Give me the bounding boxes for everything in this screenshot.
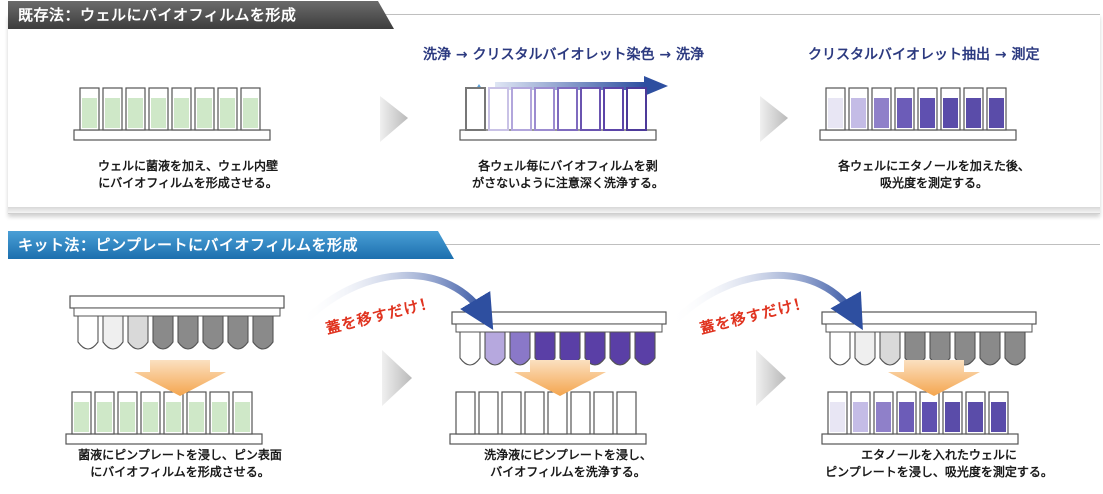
- caption-line: 洗浄液にピンプレートを浸し、: [484, 448, 652, 462]
- kit-method-panel: キット法：ピンプレートにバイオフィルムを形成: [8, 231, 1100, 488]
- caption-line: 菌液にピンプレートを浸し、ピン表面: [78, 448, 282, 462]
- step2-title: 洗浄 → クリスタルバイオレット染色 → 洗浄: [423, 47, 704, 63]
- kit-method-header: キット法：ピンプレートにバイオフィルムを形成: [8, 231, 454, 259]
- caption-line: にバイオフィルムを形成させる。: [98, 176, 278, 190]
- caption-line: バイオフィルムを洗浄する。: [490, 465, 646, 479]
- caption-line: 吸光度を測定する。: [879, 176, 988, 190]
- caption-line: がさないように注意深く洗浄する。: [472, 176, 664, 190]
- caption-line: にバイオフィルムを形成させる。: [90, 465, 270, 479]
- caption-line: 各ウェルにエタノールを加えた後、: [838, 159, 1030, 173]
- existing-caption-1: ウェルに菌液を加え、ウェル内壁 にバイオフィルムを形成させる。: [88, 158, 288, 192]
- panel-shadow: [8, 207, 1100, 213]
- caption-line: ピンプレートを浸し、吸光度を測定する。: [825, 465, 1053, 479]
- caption-line: 各ウェル毎にバイオフィルムを剥: [478, 159, 658, 173]
- kit-caption-1: 菌液にピンプレートを浸し、ピン表面 にバイオフィルムを形成させる。: [60, 447, 300, 481]
- existing-caption-2: 各ウェル毎にバイオフィルムを剥 がさないように注意深く洗浄する。: [458, 158, 678, 192]
- kit-caption-3: エタノールを入れたウェルに ピンプレートを浸し、吸光度を測定する。: [814, 447, 1064, 481]
- caption-line: エタノールを入れたウェルに: [861, 448, 1017, 462]
- existing-method-header: 既存法：ウェルにバイオフィルムを形成: [8, 1, 394, 29]
- step3-title: クリスタルバイオレット抽出 → 測定: [808, 47, 1040, 63]
- kit-caption-2: 洗浄液にピンプレートを浸し、 バイオフィルムを洗浄する。: [468, 447, 668, 481]
- existing-caption-3: 各ウェルにエタノールを加えた後、 吸光度を測定する。: [824, 158, 1044, 192]
- existing-method-panel: 既存法：ウェルにバイオフィルムを形成: [8, 1, 1100, 214]
- caption-line: ウェルに菌液を加え、ウェル内壁: [97, 159, 278, 173]
